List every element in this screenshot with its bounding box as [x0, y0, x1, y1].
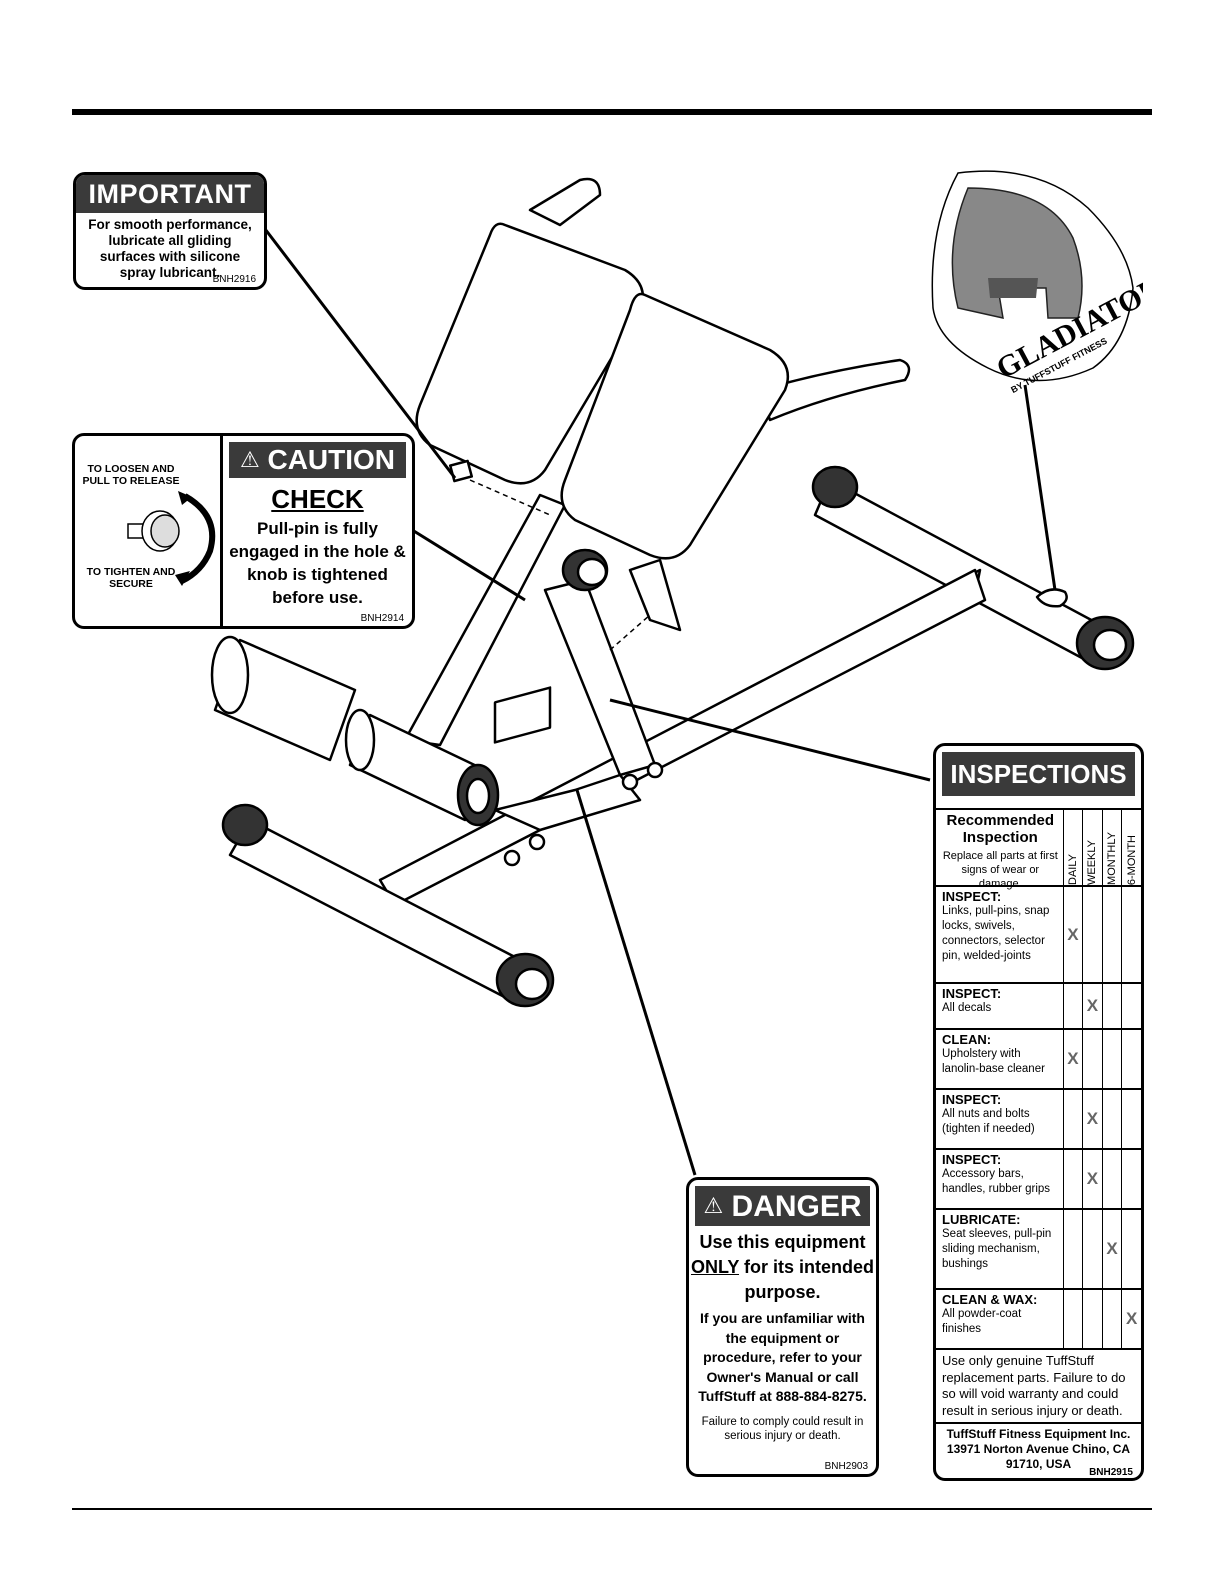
bottom-rule [72, 1508, 1152, 1510]
inspection-row: LUBRICATE:Seat sleeves, pull-pin sliding… [936, 1208, 1141, 1288]
inspection-row: CLEAN & WAX:All powder-coat finishes X [936, 1288, 1141, 1348]
inspection-mark: X [1082, 1150, 1102, 1208]
top-rule [72, 109, 1152, 115]
inspection-mark [1062, 1150, 1083, 1208]
inspection-row-label: LUBRICATE: [942, 1212, 1021, 1227]
inspection-mark [1062, 1290, 1083, 1348]
inspection-row-text: All nuts and bolts (tighten if needed) [942, 1108, 1035, 1135]
caution-header: ⚠ CAUTION [229, 442, 406, 478]
inspection-mark [1082, 1210, 1102, 1288]
danger-line1-b: for its intended purpose. [739, 1257, 875, 1302]
inspection-mark [1101, 1030, 1122, 1088]
inspection-mark: X [1101, 1210, 1122, 1288]
inspection-mark [1121, 984, 1141, 1028]
inspection-mark [1101, 1090, 1122, 1148]
inspection-row: INSPECT:Accessory bars, handles, rubber … [936, 1148, 1141, 1208]
inspection-row-label: CLEAN: [942, 1032, 992, 1047]
inspection-mark [1121, 1150, 1141, 1208]
inspection-mark [1121, 1090, 1141, 1148]
danger-line3: Failure to comply could result in seriou… [701, 1415, 864, 1442]
column-daily: DAILY [1066, 854, 1079, 885]
warning-triangle-icon: ⚠ [239, 447, 260, 472]
inspection-mark [1121, 1210, 1141, 1288]
loosen-label: TO LOOSEN AND PULL TO RELEASE [82, 463, 180, 487]
danger-line2: If you are unfamiliar with the equipment… [698, 1310, 867, 1404]
inspections-rows: INSPECT:Links, pull-pins, snap locks, sw… [936, 885, 1141, 1348]
knob-icon [127, 491, 216, 586]
caution-decal: TO LOOSEN AND PULL TO RELEASE TO TIGHTEN… [72, 433, 415, 629]
inspection-row-text: All decals [942, 1002, 992, 1014]
inspections-decal: INSPECTIONS Recommended Inspection Repla… [933, 743, 1144, 1481]
inspection-mark: X [1062, 887, 1083, 982]
inspection-row-label: INSPECT: [942, 1152, 1002, 1167]
inspection-row-text: Links, pull-pins, snap locks, swivels, c… [942, 905, 1050, 962]
important-decal: IMPORTANT For smooth performance, lubric… [73, 172, 267, 290]
inspection-mark [1062, 984, 1083, 1028]
danger-code: BNH2903 [824, 1461, 868, 1472]
tighten-label: TO TIGHTEN AND SECURE [86, 566, 176, 590]
warning-triangle-icon: ⚠ [703, 1193, 724, 1218]
column-6-month: 6-MONTH [1125, 834, 1138, 885]
column-weekly: WEEKLY [1086, 839, 1099, 885]
inspection-mark: X [1082, 984, 1102, 1028]
inspection-mark [1082, 887, 1102, 982]
inspection-mark [1082, 1290, 1102, 1348]
caution-title: CAUTION [267, 444, 396, 475]
inspection-mark: X [1062, 1030, 1083, 1088]
danger-header: ⚠ DANGER [695, 1186, 870, 1226]
inspection-mark [1121, 887, 1141, 982]
inspections-footer: Use only genuine TuffStuff replacement p… [936, 1348, 1141, 1422]
danger-decal: ⚠ DANGER Use this equipment ONLY for its… [686, 1177, 879, 1477]
danger-line1-a: Use this equipment [699, 1232, 866, 1252]
inspection-row-text: All powder-coat finishes [942, 1308, 1022, 1335]
caution-message: Pull-pin is fully engaged in the hole & … [229, 519, 406, 607]
inspection-row: INSPECT:All nuts and bolts (tighten if n… [936, 1088, 1141, 1148]
inspection-mark [1101, 1150, 1122, 1208]
caution-text-panel: ⚠ CAUTION CHECK Pull-pin is fully engage… [223, 436, 412, 626]
inspections-header-row: Recommended Inspection Replace all parts… [936, 808, 1141, 890]
inspection-row-text: Accessory bars, handles, rubber grips [942, 1168, 1051, 1195]
inspection-mark: X [1082, 1090, 1102, 1148]
inspection-row-label: INSPECT: [942, 1092, 1002, 1107]
inspection-row-label: CLEAN & WAX: [942, 1292, 1038, 1307]
inspections-header-sub: Replace all parts at first signs of wear… [942, 850, 1058, 890]
danger-only: ONLY [690, 1257, 740, 1277]
important-text: For smooth performance, lubricate all gl… [88, 217, 252, 280]
inspection-mark [1101, 887, 1122, 982]
inspections-code: BNH2915 [1089, 1467, 1133, 1478]
inspection-row-text: Upholstery with lanolin-base cleaner [942, 1048, 1045, 1075]
caution-check: CHECK [271, 484, 364, 514]
address-text: TuffStuff Fitness Equipment Inc. 13971 N… [946, 1427, 1131, 1471]
inspection-row-text: Seat sleeves, pull-pin sliding mechanism… [942, 1228, 1052, 1270]
inspection-mark: X [1121, 1290, 1141, 1348]
gladiator-logo: GLADIATOR BY TUFFSTUFF FITNESS [931, 170, 1143, 395]
inspection-mark [1101, 1290, 1122, 1348]
inspection-row-label: INSPECT: [942, 986, 1002, 1001]
inspection-row: INSPECT:All decals X [936, 982, 1141, 1028]
inspections-header-title: Recommended Inspection [946, 812, 1055, 846]
inspection-mark [1062, 1210, 1083, 1288]
inspection-mark [1101, 984, 1122, 1028]
important-title: IMPORTANT [76, 175, 264, 213]
inspection-row-label: INSPECT: [942, 889, 1002, 904]
caution-knob-panel: TO LOOSEN AND PULL TO RELEASE TO TIGHTEN… [75, 436, 223, 626]
inspections-table: Recommended Inspection Replace all parts… [936, 808, 1141, 1478]
inspection-row: INSPECT:Links, pull-pins, snap locks, sw… [936, 885, 1141, 982]
danger-title: DANGER [731, 1190, 862, 1223]
inspections-title: INSPECTIONS [942, 752, 1135, 796]
column-monthly: MONTHLY [1106, 832, 1119, 885]
inspections-address: TuffStuff Fitness Equipment Inc. 13971 N… [936, 1422, 1141, 1478]
inspection-mark [1062, 1090, 1083, 1148]
inspection-mark [1121, 1030, 1141, 1088]
inspection-row: CLEAN:Upholstery with lanolin-base clean… [936, 1028, 1141, 1088]
caution-code: BNH2914 [360, 613, 404, 624]
danger-line1: Use this equipment ONLY for its intended… [689, 1230, 876, 1305]
inspection-mark [1082, 1030, 1102, 1088]
important-code: BNH2916 [212, 274, 256, 285]
